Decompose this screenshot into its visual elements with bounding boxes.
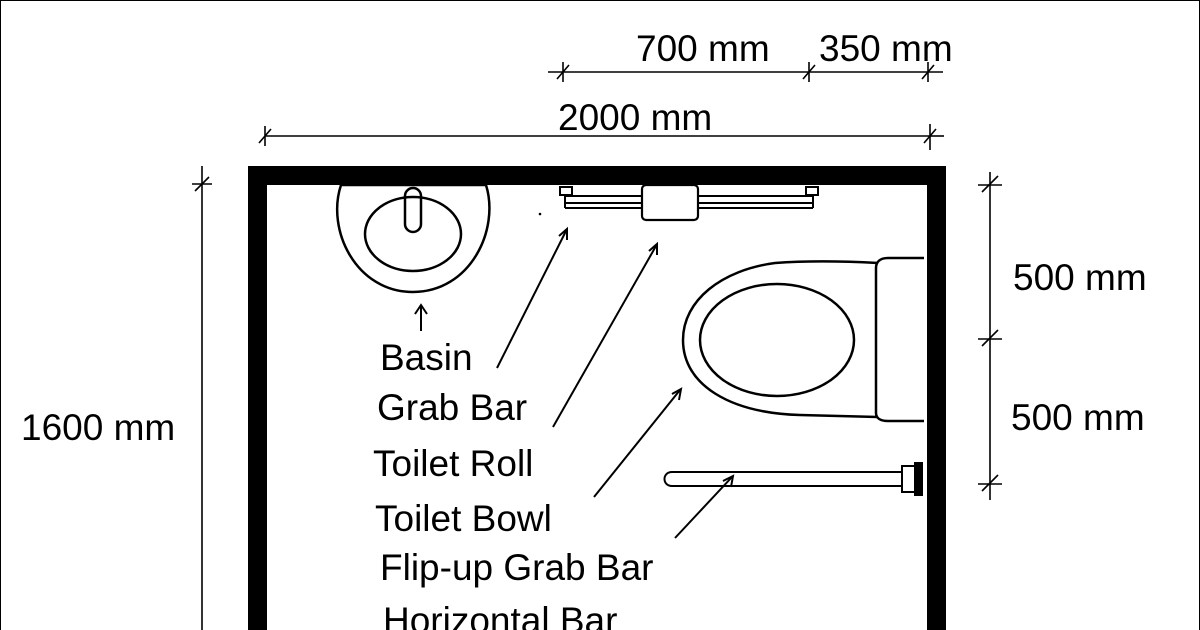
dim-700-text: 700 mm	[636, 28, 770, 69]
arrow-toilet-bowl-head	[671, 387, 683, 401]
toilet-fixture	[681, 256, 924, 423]
toilet-bowl-outer	[681, 260, 879, 419]
label-toilet-roll: Toilet Roll	[373, 443, 533, 484]
toilet-roll-holder	[640, 183, 700, 222]
arrow-basin	[414, 303, 428, 331]
leader-arrows	[414, 226, 735, 539]
basin-tap	[403, 186, 423, 234]
arrow-grab-bar-head	[558, 226, 568, 240]
wall-left	[248, 166, 267, 630]
flip-up-grab-bar	[663, 462, 923, 496]
dim-500-lower-text: 500 mm	[1011, 397, 1145, 438]
arrow-grab-bar-shaft	[496, 230, 567, 369]
dim-1600-tick-top	[194, 176, 210, 192]
arrow-toilet-roll	[552, 241, 658, 428]
toilet-bowl-seat	[698, 282, 856, 398]
arrow-toilet-roll-head	[648, 241, 658, 255]
wall-right	[927, 166, 946, 630]
grab-bar-bracket-left	[559, 186, 573, 196]
arrow-basin-head	[414, 303, 428, 315]
basin-bowl	[363, 195, 463, 273]
dimension-2000	[258, 124, 944, 150]
label-horizontal-bar: Horizontal Bar	[383, 600, 617, 630]
basin-fixture	[336, 183, 491, 294]
arrow-grab-bar	[496, 226, 568, 369]
arrow-flip-up-grab-bar	[674, 474, 735, 539]
arrow-flip-up-shaft	[674, 476, 733, 539]
label-toilet-bowl: Toilet Bowl	[375, 498, 552, 539]
dim-1600-text: 1600 mm	[21, 407, 175, 448]
dim-350-text: 350 mm	[819, 28, 953, 69]
label-basin: Basin	[380, 337, 473, 378]
label-flip-up-grab-bar: Flip-up Grab Bar	[380, 547, 654, 588]
arrow-flip-up-head	[722, 474, 735, 488]
dimension-right-500	[978, 172, 1002, 500]
arrow-toilet-bowl-shaft	[593, 389, 681, 498]
dim-right-tick-3	[981, 474, 999, 492]
toilet-cistern	[874, 256, 924, 423]
dim-right-tick-2	[981, 329, 999, 347]
dimension-1600	[192, 166, 212, 630]
dim-2000-text: 2000 mm	[558, 97, 712, 138]
room-walls	[248, 166, 946, 630]
dim-500-upper-text: 500 mm	[1013, 257, 1147, 298]
flip-up-bar-wall-plate	[914, 462, 923, 496]
stray-dot	[538, 212, 542, 216]
dim-right-tick-1	[981, 175, 999, 193]
dimension-700-350	[548, 62, 943, 82]
basin-outer	[336, 183, 491, 294]
grab-bar-bracket-right	[805, 186, 819, 196]
flip-up-bar-body	[663, 471, 903, 487]
wall-top	[248, 166, 946, 185]
arrow-toilet-roll-shaft	[552, 245, 657, 428]
arrow-toilet-bowl	[593, 387, 683, 498]
label-grab-bar: Grab Bar	[377, 387, 527, 428]
